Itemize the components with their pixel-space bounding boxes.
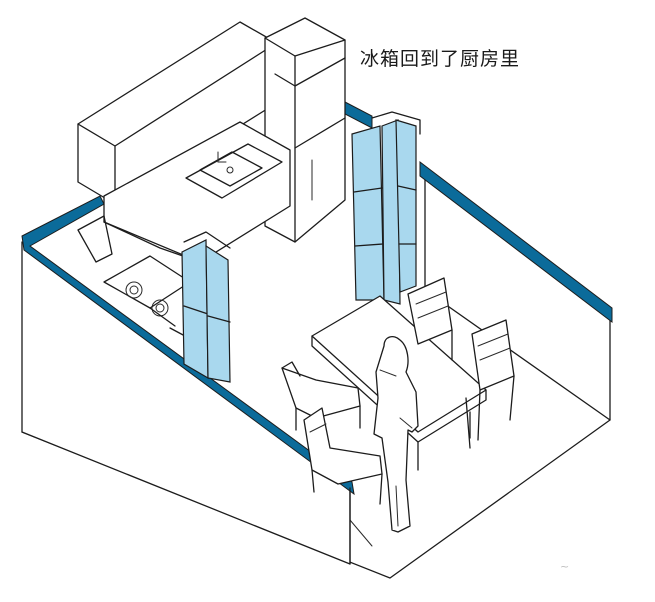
person-figure [373, 335, 419, 533]
kitchen-sliding-door [181, 231, 231, 383]
sink-counter [77, 121, 291, 263]
upper-cabinets [77, 21, 276, 205]
chair-back-right [407, 277, 453, 361]
chair-right [465, 319, 515, 449]
right-wall [419, 160, 613, 421]
chair-front [303, 407, 383, 505]
caption-text: 冰箱回到了厨房里 [360, 48, 521, 70]
watermark-logo: ~ [560, 560, 570, 573]
folding-glass-doors [351, 111, 421, 305]
back-wall-cap [344, 101, 373, 129]
